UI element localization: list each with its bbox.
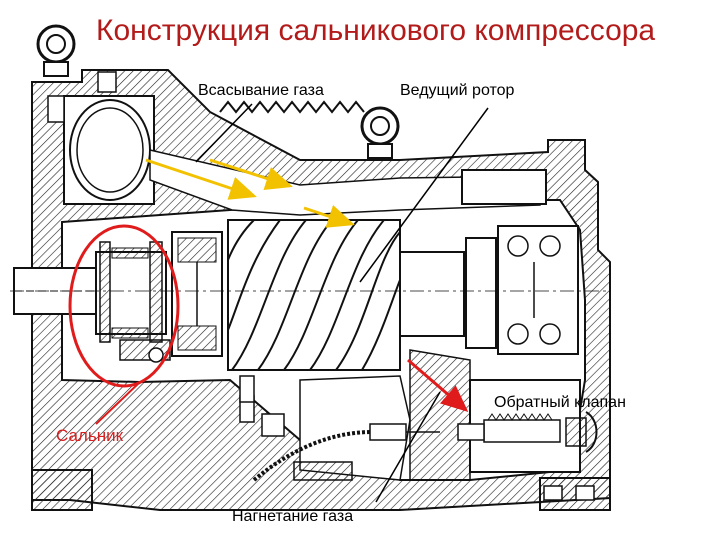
main-screw-rotor	[227, 219, 401, 371]
leader-suction	[195, 103, 253, 163]
label-check-valve: Обратный клапан	[494, 394, 626, 411]
bearing-left	[171, 231, 223, 357]
rotor-shaft-right	[399, 237, 497, 349]
page-title: Конструкция сальникового компрессора	[96, 14, 656, 47]
discharge-flow-arrow	[407, 358, 469, 412]
lifting-eye-right	[360, 106, 400, 159]
leader-seal	[95, 381, 141, 425]
leader-discharge	[375, 391, 441, 503]
shaft-seal-assembly	[95, 241, 171, 363]
label-drive-rotor: Ведущий ротор	[400, 82, 515, 99]
discharge-chamber	[299, 349, 471, 481]
label-shaft-seal: Сальник	[56, 426, 124, 445]
suction-flow-arrow-2	[209, 158, 293, 190]
suction-flow-arrow-1	[145, 158, 257, 200]
check-valve	[457, 379, 598, 473]
label-suction-gas: Всасывание газа	[198, 82, 324, 99]
oil-line-tube	[252, 430, 373, 482]
lifting-eye-left	[36, 24, 76, 77]
leader-rotor	[359, 107, 489, 283]
bearing-right	[497, 225, 579, 355]
seal-highlight-ring	[68, 224, 180, 388]
suction-flow-arrow-3	[303, 205, 355, 228]
label-gas-discharge: Нагнетание газа	[232, 508, 354, 525]
bolts	[47, 71, 595, 501]
